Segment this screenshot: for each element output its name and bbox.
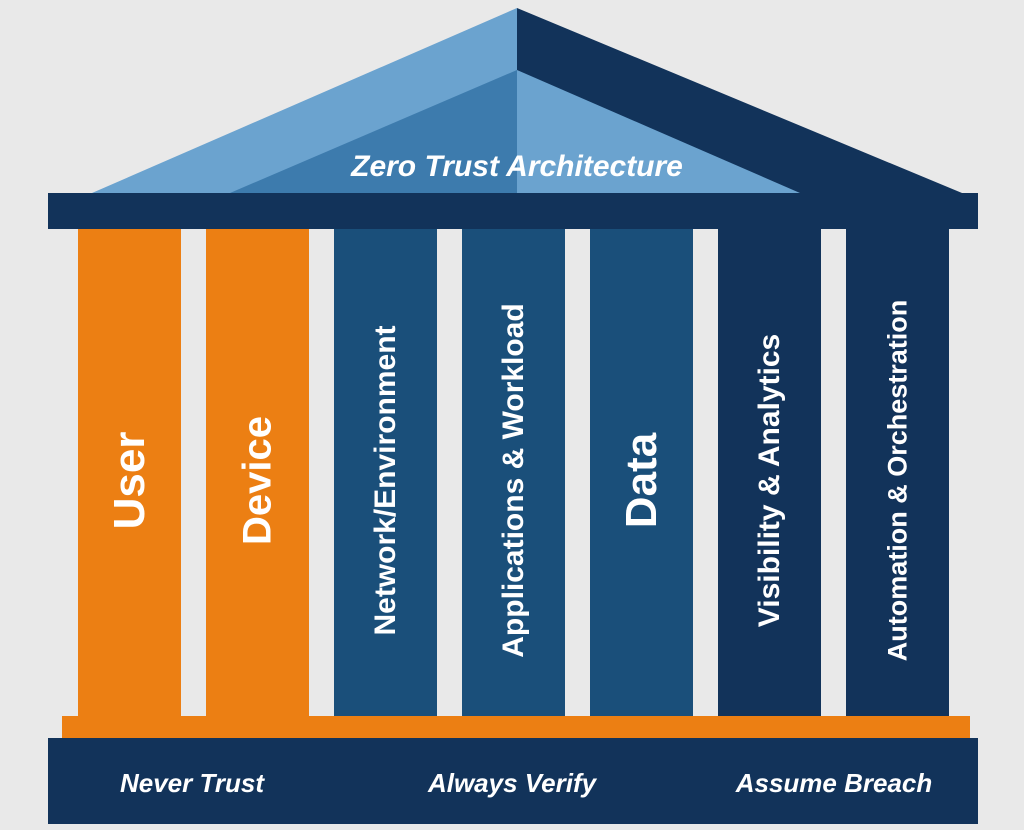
roof-title: Zero Trust Architecture bbox=[350, 150, 683, 183]
pillar-label-applications-workload: Applications & Workload bbox=[497, 303, 530, 657]
roof-inner-left bbox=[230, 70, 517, 193]
principle-never-trust: Never Trust bbox=[120, 768, 265, 798]
pillar-data bbox=[590, 229, 693, 716]
principle-always-verify: Always Verify bbox=[427, 768, 598, 798]
pillar-label-device: Device bbox=[236, 416, 280, 545]
pillar-user bbox=[78, 229, 181, 716]
base-strip bbox=[62, 716, 970, 738]
pillar-device bbox=[206, 229, 309, 716]
pillars: User Device Network/Environment Application… bbox=[78, 229, 949, 716]
principle-assume-breach: Assume Breach bbox=[735, 768, 933, 798]
pillar-label-user: User bbox=[105, 432, 154, 530]
pillar-visibility-analytics bbox=[718, 229, 821, 716]
roof-beam bbox=[48, 193, 978, 229]
pillar-label-visibility-analytics: Visibility & Analytics bbox=[753, 334, 786, 627]
pillar-label-automation-orchestration: Automation & Orchestration bbox=[883, 300, 913, 662]
base-foundation bbox=[48, 738, 978, 824]
pillar-automation-orchestration bbox=[846, 229, 949, 716]
pillar-label-data: Data bbox=[617, 432, 666, 528]
roof: Zero Trust Architecture bbox=[92, 8, 962, 193]
pillar-network-environment bbox=[334, 229, 437, 716]
pillar-label-network-environment: Network/Environment bbox=[369, 325, 402, 635]
pillar-applications-workload bbox=[462, 229, 565, 716]
roof-inner-right bbox=[517, 70, 800, 193]
